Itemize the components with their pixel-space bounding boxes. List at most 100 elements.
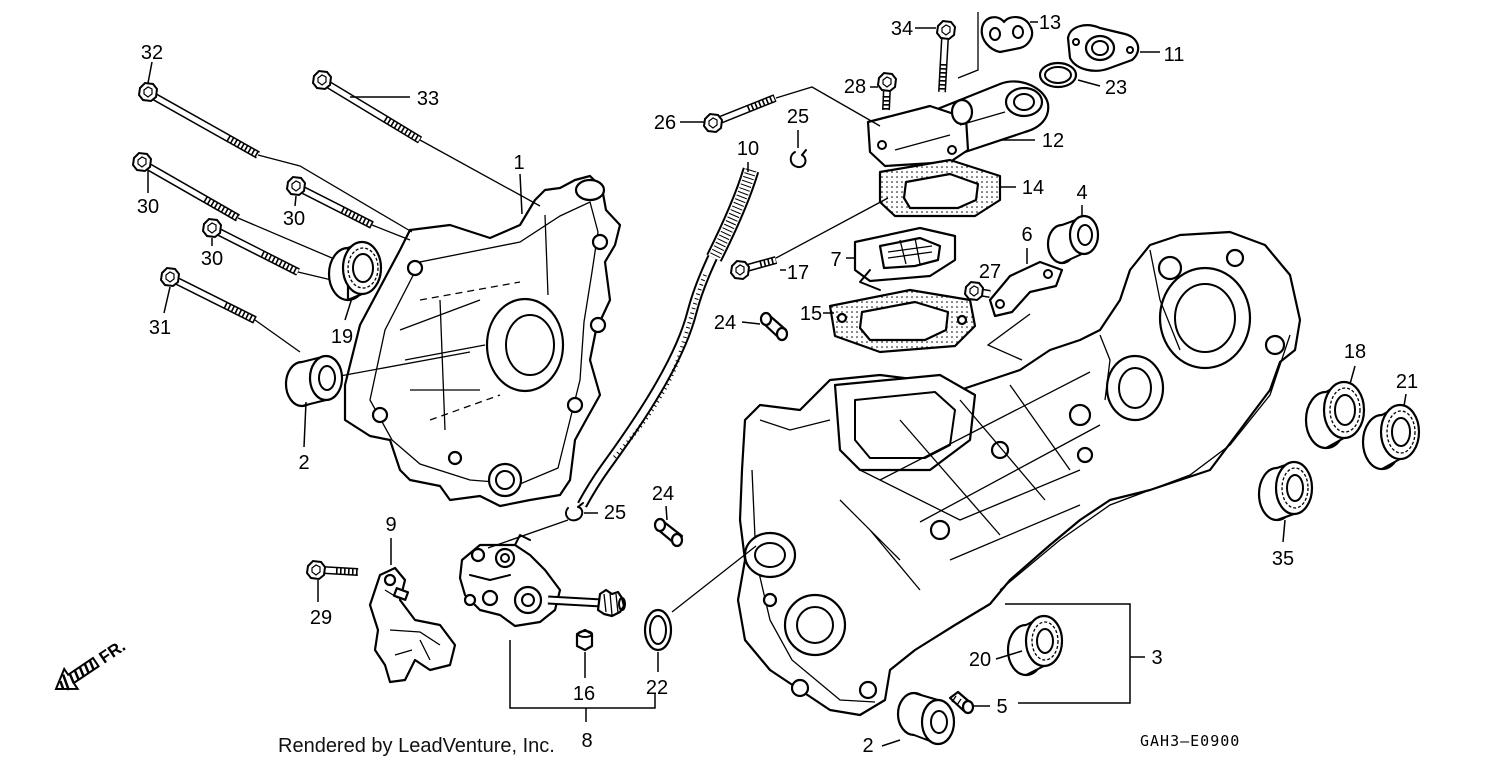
dowel-end [961,699,975,715]
pump-port-inner [500,553,510,563]
callout-label: 19 [331,326,353,348]
bearing-balls [1329,387,1361,433]
left-crankcase-rib [399,214,549,431]
drawing-code: GAH3–E0900 [1140,732,1240,750]
left-crankcase-hole [447,450,463,466]
bolt-27 [964,281,991,301]
pump-bolt-hole [463,593,477,607]
bearing-edge [1276,513,1295,521]
callout-label: 27 [979,261,1001,283]
group-bracket-8 [509,640,656,722]
manifold-hole [877,140,887,150]
clip [565,506,584,522]
bearing-18 [1304,380,1366,450]
right-crankcase-bore [1118,367,1152,409]
bolt-31 [160,267,257,324]
collar-16 [575,628,594,652]
right-crankcase-hole [790,678,810,698]
gasket-port [858,300,950,342]
bracket-hole [383,573,397,587]
reed-valve-7 [853,226,957,291]
flange-bore [1084,34,1116,62]
right-crankcase-hole [1157,255,1183,281]
left-crankcase-bore [485,297,565,393]
right-crankcase-ribs [839,371,1101,591]
callout-label: 2 [862,735,873,757]
right-crankcase-hole [1264,334,1286,356]
pump-fitting [470,547,486,563]
right-crankcase [736,230,1302,717]
callout-label: 33 [417,88,439,110]
pump-boss [481,589,499,607]
bearing-front [1322,380,1366,440]
bolt-shaft-fill [719,95,776,123]
callout-label: 6 [1021,224,1032,246]
bearing-balls [347,247,379,289]
bolt-thread [383,115,422,144]
gasket-13 [957,12,1034,79]
dowel-end [775,326,789,342]
group-bracket-3 [1005,603,1145,704]
callout-label: 21 [1396,371,1418,393]
gasket-hole [1012,25,1024,39]
callout-label: 30 [283,208,305,230]
oil-tube-10 [577,167,760,508]
bolt-26 [703,94,777,133]
hex-head [936,20,956,40]
bearing-front [920,698,956,746]
assembly-line [487,519,757,613]
callout-label: 5 [996,696,1007,718]
callout-label: 2 [298,452,309,474]
gasket-hole [836,312,848,324]
right-crankcase-main-boss [1158,266,1252,370]
callout-label: 15 [800,303,822,325]
pump-drive-inner [521,593,535,607]
bolt-shaft-fill [153,94,260,158]
pump-gear-end [618,597,626,611]
gasket-hole [956,314,968,326]
bearing-edge [1381,458,1401,470]
reed-valve-cage [878,236,942,270]
right-crankcase-hole [990,440,1010,460]
bolt-shaft-fill [301,187,374,228]
left-crankcase-hole [371,406,389,424]
callout-label: 4 [1076,182,1087,204]
left-crankcase-face [369,201,599,485]
flange-hole [1126,46,1134,54]
right-crankcase-hole [1076,446,1094,464]
bolt-thread [759,256,777,268]
callout-label: 32 [141,42,163,64]
bearing-edge [1061,252,1085,264]
hex-head [964,281,984,301]
intake-manifold-12 [866,80,1050,168]
hex-head [306,560,326,580]
callout-label: 20 [969,649,991,671]
bearing-2-right [896,691,956,746]
bearing-front [1068,214,1100,256]
bearing-2-left [284,354,344,408]
left-crankcase-hole [589,316,607,334]
hex-head [202,218,222,238]
bearing-edge [347,293,363,301]
gasket-bracket-line [957,12,979,79]
flange-hole [1072,38,1080,46]
bolt-thread [938,63,947,93]
callout-label: 25 [604,502,626,524]
bearing-inner [1391,417,1411,447]
callout-label: 24 [714,312,736,334]
right-crankcase-lower-boss [743,531,797,579]
clip-tab [577,502,584,508]
callout-label: 34 [891,18,913,40]
callout-label: 7 [830,249,841,271]
right-crankcase-hole [1225,248,1245,268]
bearing-balls [1281,467,1309,509]
bolt-thread [340,206,374,229]
bolt-29 [306,560,359,580]
tube-sleeve-fill [708,168,758,261]
reed-valve-stopper [859,269,881,291]
callout-label: 16 [573,683,595,705]
bolt-shaft-fill [175,278,257,323]
assembly-line [986,313,1031,361]
callout-label: 24 [652,483,674,505]
